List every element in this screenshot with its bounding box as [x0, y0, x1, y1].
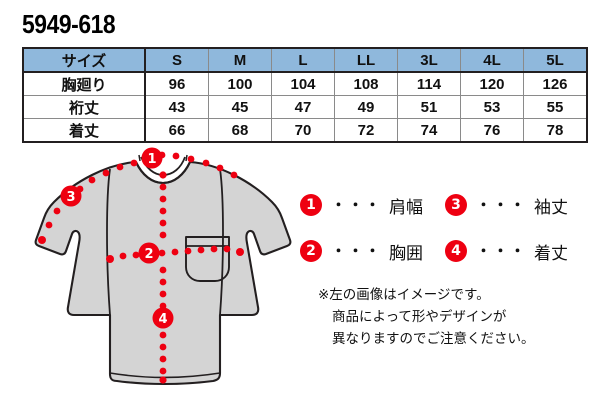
- left-sleeve-seam: [106, 168, 111, 316]
- right-sleeve-seam: [219, 168, 224, 316]
- chest-pocket: [185, 236, 230, 282]
- cell-value: 78: [523, 118, 588, 143]
- legend-badge-2: 2: [300, 240, 322, 262]
- table-row: 裄丈 43 45 47 49 51 53 55: [22, 95, 588, 119]
- row-label-body-length: 着丈: [22, 118, 146, 143]
- diagram-marker-1: 1: [141, 147, 163, 169]
- diagram-marker-4: 4: [152, 307, 174, 329]
- cell-value: 72: [334, 118, 398, 143]
- svg-text:1: 1: [147, 152, 156, 167]
- note-line-3: 異なりますのでご注意ください。: [332, 330, 535, 347]
- cell-value: 74: [397, 118, 461, 143]
- table-row: 胸廻り 96 100 104 108 114 120 126: [22, 71, 588, 96]
- legend-row-bottom: 2 ・・・ 胸囲 4 ・・・ 着丈: [300, 228, 590, 274]
- legend-label-sleeve-length: 袖丈: [534, 197, 569, 218]
- table-row: 着丈 66 68 70 72 74 76 78: [22, 118, 588, 143]
- collar-outer-edge: [135, 161, 191, 185]
- cell-value: 120: [460, 71, 524, 96]
- table-header-5l: 5L: [523, 47, 588, 73]
- cell-value: 43: [144, 95, 209, 119]
- legend-dots: ・・・: [331, 196, 383, 214]
- disclaimer-note: ※左の画像はイメージです。 商品によって形やデザインが 異なりますのでご注意くだ…: [318, 285, 535, 351]
- table-header-size: サイズ: [22, 47, 146, 73]
- row-label-chest-circumference: 胸廻り: [22, 71, 146, 96]
- table-header-row: サイズ S M L LL 3L 4L 5L: [22, 47, 588, 73]
- legend-row-top: 1 ・・・ 肩幅 3 ・・・ 袖丈: [300, 182, 590, 228]
- table-header-l: L: [271, 47, 335, 73]
- legend-dots: ・・・: [476, 242, 528, 260]
- chest-circumference-dotted-line: [106, 245, 244, 263]
- table-header-3l: 3L: [397, 47, 461, 73]
- note-line-2: 商品によって形やデザインが: [332, 308, 507, 325]
- svg-text:2: 2: [144, 247, 153, 262]
- legend-badge-3: 3: [445, 194, 467, 216]
- legend-dots: ・・・: [476, 196, 528, 214]
- legend-label-shoulder-width: 肩幅: [389, 197, 424, 218]
- cell-value: 104: [271, 71, 335, 96]
- diagram-marker-2: 2: [138, 242, 160, 264]
- cell-value: 68: [208, 118, 272, 143]
- table-header-ll: LL: [334, 47, 398, 73]
- cell-value: 47: [271, 95, 335, 119]
- svg-text:4: 4: [158, 312, 167, 327]
- shirt-diagram: 1 3 2 4: [16, 142, 296, 404]
- legend-dots: ・・・: [331, 242, 383, 260]
- legend-item-chest: 2 ・・・ 胸囲: [300, 239, 445, 264]
- note-line-1: ※左の画像はイメージです。: [318, 287, 490, 303]
- shirt-illustration-icon: 1 3 2 4: [34, 147, 292, 386]
- cell-value: 51: [397, 95, 461, 119]
- measurement-legend: 1 ・・・ 肩幅 3 ・・・ 袖丈 2 ・・・ 胸囲 4 ・・・ 着丈: [300, 182, 590, 274]
- table-header-4l: 4L: [460, 47, 524, 73]
- cell-value: 114: [397, 71, 461, 96]
- cell-value: 45: [208, 95, 272, 119]
- size-table: サイズ S M L LL 3L 4L 5L 胸廻り 96 100 104 108…: [22, 47, 588, 143]
- legend-item-body-length: 4 ・・・ 着丈: [445, 239, 590, 264]
- cell-value: 49: [334, 95, 398, 119]
- legend-badge-1: 1: [300, 194, 322, 216]
- collar-side-detail: [138, 154, 188, 162]
- cell-value: 100: [208, 71, 272, 96]
- cell-value: 70: [271, 118, 335, 143]
- cell-value: 55: [523, 95, 588, 119]
- legend-item-shoulder-width: 1 ・・・ 肩幅: [300, 193, 445, 218]
- cell-value: 108: [334, 71, 398, 96]
- cell-value: 53: [460, 95, 524, 119]
- table-header-m: M: [208, 47, 272, 73]
- cell-value: 96: [144, 71, 209, 96]
- page-title: 5949-618: [22, 9, 116, 39]
- diagram-marker-3: 3: [60, 185, 82, 207]
- cell-value: 76: [460, 118, 524, 143]
- table-header-s: S: [144, 47, 209, 73]
- cell-value: 126: [523, 71, 588, 96]
- legend-item-sleeve-length: 3 ・・・ 袖丈: [445, 193, 590, 218]
- legend-label-body-length: 着丈: [534, 243, 569, 264]
- legend-label-chest: 胸囲: [389, 243, 424, 264]
- cell-value: 66: [144, 118, 209, 143]
- legend-badge-4: 4: [445, 240, 467, 262]
- row-label-sleeve-length: 裄丈: [22, 95, 146, 119]
- svg-text:3: 3: [66, 190, 75, 205]
